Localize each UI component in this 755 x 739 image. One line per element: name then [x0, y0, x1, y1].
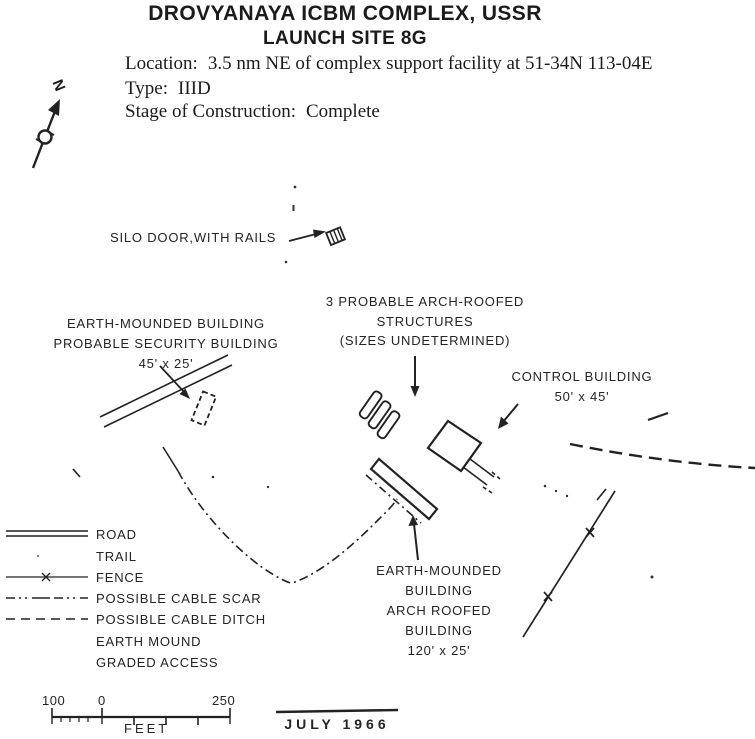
trail-line-symbol: [36, 554, 40, 558]
scale-right-value: 250: [212, 693, 236, 708]
scale-unit-label: FEET: [124, 721, 170, 736]
road-line-symbol: [6, 530, 88, 537]
graded-access-symbol: [4, 655, 90, 669]
security-building-symbol: [190, 390, 218, 427]
page-subtitle: LAUNCH SITE 8G: [263, 28, 427, 49]
legend-item-earth-mound: EARTH MOUND: [4, 633, 201, 649]
cable-scar-line: [162, 446, 398, 584]
control-building-symbol: [426, 419, 501, 494]
arch-roofed-building-label: EARTH-MOUNDED BUILDING ARCH ROOFED BUILD…: [376, 563, 502, 658]
type-label: Type:: [125, 78, 168, 99]
info-row-stage: Stage of Construction: Complete: [125, 101, 380, 123]
arch-roofed-building-arrow: [408, 515, 419, 561]
legend-item-cable-ditch: POSSIBLE CABLE DITCH: [4, 611, 266, 627]
control-building-arrow: [498, 403, 519, 429]
scale-bar-graphic: [51, 708, 231, 725]
type-value: IIID: [178, 78, 211, 99]
silo-door-arrow: [288, 229, 326, 242]
location-label: Location:: [125, 53, 198, 74]
location-value: 3.5 nm NE of complex support facility at…: [207, 53, 653, 74]
north-arrow-icon: [31, 99, 60, 169]
scan-specks: [211, 185, 654, 579]
fence-line: [522, 490, 616, 638]
legend-item-cable-scar: POSSIBLE CABLE SCAR: [4, 590, 261, 606]
cable-scar-line-symbol: [6, 597, 88, 599]
road-line: [99, 354, 233, 428]
date-rule: [275, 708, 399, 714]
legend-item-trail: TRAIL: [4, 548, 137, 564]
arch-structures-arrow: [410, 356, 420, 397]
scale-zero-value: 0: [98, 693, 106, 708]
legend-item-fence: FENCE: [4, 569, 144, 585]
silo-door-symbol: [324, 226, 347, 247]
arch-roofed-building-symbol: [365, 457, 439, 524]
scale-left-value: 100: [42, 693, 66, 708]
cable-ditch-line: [569, 442, 755, 470]
page-title: DROVYANAYA ICBM COMPLEX, USSR: [148, 2, 542, 25]
arch-structures-label: 3 PROBABLE ARCH-ROOFED STRUCTURES (SIZES…: [325, 294, 525, 348]
security-building-label: EARTH-MOUNDED BUILDING PROBABLE SECURITY…: [53, 316, 279, 371]
stage-value: Complete: [305, 101, 380, 122]
map-date: JULY 1966: [284, 716, 390, 732]
silo-door-label: SILO DOOR,WITH RAILS: [110, 230, 277, 245]
legend-item-graded-access: GRADED ACCESS: [4, 654, 218, 670]
stage-label: Stage of Construction:: [125, 101, 296, 122]
fence-line-symbol: [6, 572, 88, 582]
control-building-label: CONTROL BUILDING 50' x 45': [511, 369, 653, 404]
security-building-arrow: [159, 365, 190, 399]
header: DROVYANAYA ICBM COMPLEX, USSR LAUNCH SIT…: [0, 2, 690, 50]
info-row-location: Location: 3.5 nm NE of complex support fa…: [125, 53, 652, 75]
cable-ditch-line-symbol: [6, 618, 88, 620]
earth-mound-symbol: [4, 634, 90, 648]
info-row-type: Type: IIID: [125, 78, 211, 100]
arch-structures-symbol: [358, 390, 401, 440]
scan-ticks: [72, 411, 669, 501]
legend-item-road: ROAD: [4, 526, 137, 542]
